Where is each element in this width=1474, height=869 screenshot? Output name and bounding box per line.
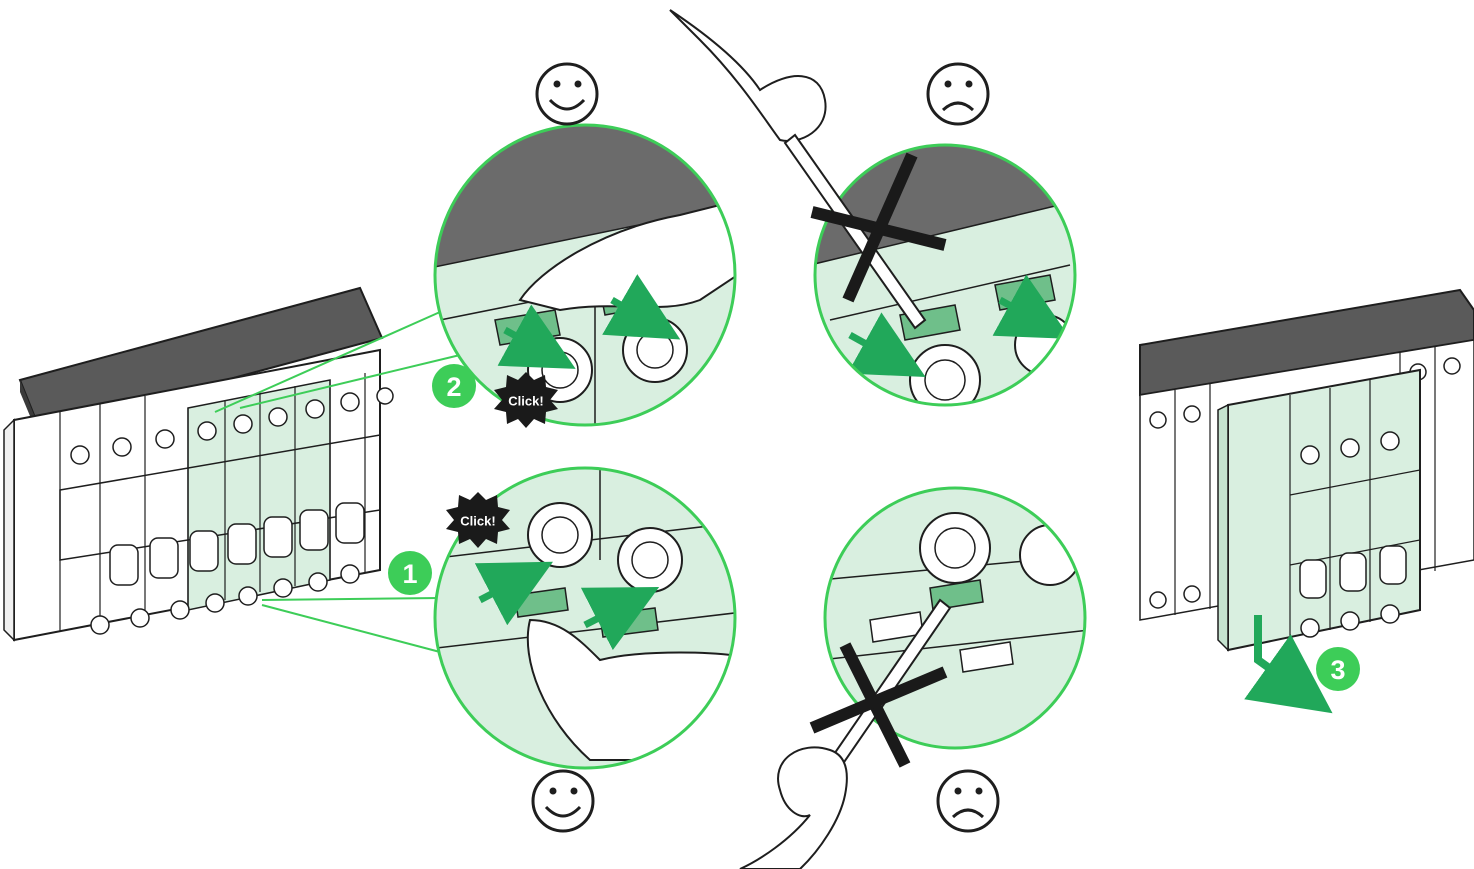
step-badge-3: 3: [1316, 647, 1360, 691]
frown-face-icon: [938, 771, 998, 831]
svg-text:Click!: Click!: [460, 514, 495, 529]
svg-text:3: 3: [1330, 655, 1345, 685]
svg-text:2: 2: [446, 372, 461, 402]
step-badge-2: 2: [432, 364, 476, 408]
svg-text:Click!: Click!: [508, 394, 543, 409]
detail-circle-top-right: [810, 140, 1080, 415]
right-breaker-assembly: [1131, 250, 1474, 690]
smiley-face-icon: [533, 771, 593, 831]
step-badge-1: 1: [388, 551, 432, 595]
frown-face-icon: [928, 64, 988, 124]
left-breaker-assembly: [4, 288, 393, 640]
svg-text:1: 1: [402, 559, 417, 589]
smiley-face-icon: [537, 64, 597, 124]
